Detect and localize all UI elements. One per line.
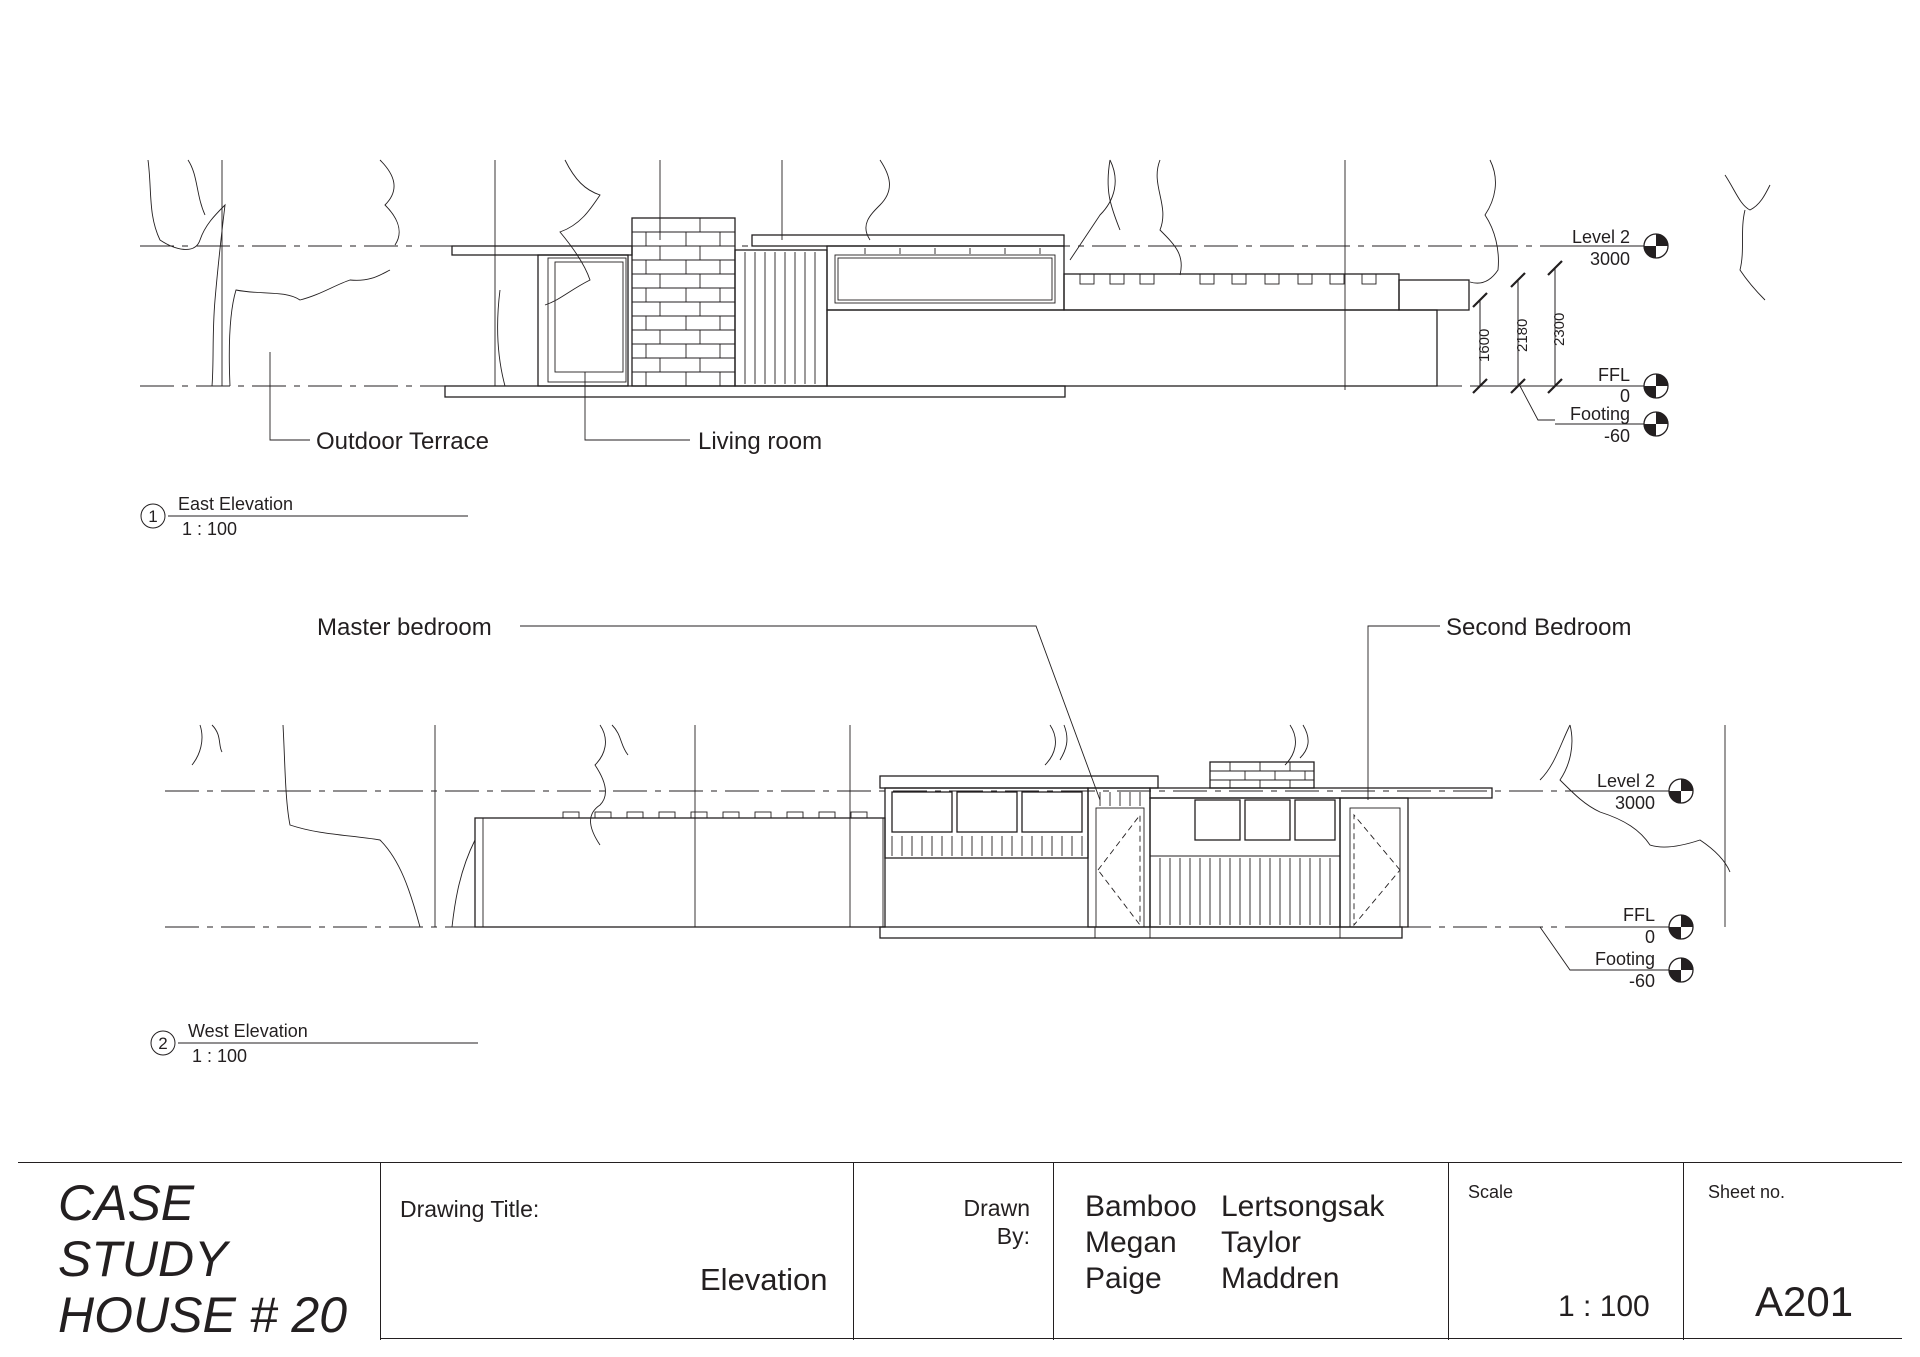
- east-level2-value: 3000: [1590, 249, 1630, 269]
- label-second-bedroom: Second Bedroom: [1446, 614, 1631, 641]
- east-trees: [147, 159, 1771, 390]
- drawn-label: Drawn: [963, 1195, 1030, 1221]
- label-outdoor-terrace: Outdoor Terrace: [316, 428, 489, 455]
- project-title-line3: HOUSE # 20: [58, 1287, 348, 1343]
- dim-2300: 2300: [1551, 313, 1568, 346]
- drawing-title: Elevation: [700, 1262, 828, 1297]
- label-master-bedroom: Master bedroom: [317, 614, 492, 641]
- east-view-title: 1 East Elevation 1 : 100: [140, 494, 468, 539]
- title-bottom-line: [380, 1338, 1902, 1339]
- drawer-first: Bamboo: [1085, 1190, 1197, 1223]
- east-elevation: Outdoor Terrace Living room 1600 2180 23…: [140, 159, 1771, 539]
- title-divider-3: [1053, 1162, 1054, 1340]
- drawer-first: Megan: [1085, 1226, 1177, 1259]
- title-divider-5: [1683, 1162, 1684, 1340]
- east-footing-name: Footing: [1570, 404, 1630, 424]
- title-divider-4: [1448, 1162, 1449, 1340]
- west-leader-second: [1367, 625, 1440, 800]
- drawer-last: Maddren: [1221, 1262, 1340, 1295]
- sheet-label: Sheet no.: [1708, 1182, 1786, 1202]
- drawers-list: Bamboo Lertsongsak Megan Taylor Paige Maddr…: [1085, 1189, 1384, 1297]
- drawer-first: Paige: [1085, 1262, 1162, 1295]
- drawer-row: Bamboo Lertsongsak: [1085, 1189, 1384, 1225]
- west-trees: [191, 724, 1731, 928]
- project-title: CASE STUDY HOUSE # 20: [58, 1175, 347, 1343]
- drawer-row: Megan Taylor: [1085, 1225, 1384, 1261]
- east-view-number: 1: [148, 507, 157, 526]
- drawn-by-label: Drawn By:: [950, 1194, 1030, 1250]
- west-level-markers: Level 2 3000 FFL 0 Footing -60: [1539, 771, 1694, 991]
- drawer-last: Taylor: [1221, 1226, 1302, 1259]
- scale-value: 1 : 100: [1558, 1290, 1650, 1323]
- sheet-value: A201: [1755, 1278, 1854, 1325]
- west-ffl-name: FFL: [1623, 905, 1655, 925]
- drawer-row: Paige Maddren: [1085, 1261, 1384, 1297]
- scale-label: Scale: [1468, 1182, 1514, 1202]
- west-leader-master: [520, 625, 1101, 801]
- drawer-last: Lertsongsak: [1221, 1190, 1385, 1223]
- west-view-number: 2: [158, 1034, 167, 1053]
- title-divider-1: [380, 1162, 381, 1340]
- west-view-scale: 1 : 100: [192, 1046, 247, 1066]
- dim-1600: 1600: [1476, 329, 1493, 362]
- east-leader-terrace: [269, 352, 310, 441]
- east-level2-name: Level 2: [1572, 227, 1630, 247]
- east-ffl-value: 0: [1620, 386, 1630, 406]
- east-level-markers: Level 2 3000 FFL 0 Footing -60: [1545, 227, 1669, 446]
- west-view-name: West Elevation: [188, 1021, 308, 1041]
- label-living-room: Living room: [698, 428, 822, 455]
- east-dimensions: 1600 2180 2300: [1470, 260, 1568, 421]
- east-leader-living: [584, 372, 690, 441]
- east-view-name: East Elevation: [178, 494, 293, 514]
- title-block: [18, 1162, 1902, 1340]
- west-footing-value: -60: [1629, 971, 1655, 991]
- east-view-scale: 1 : 100: [182, 519, 237, 539]
- drawing-title-label: Drawing Title:: [400, 1196, 540, 1222]
- west-building: [474, 761, 1493, 939]
- west-footing-name: Footing: [1595, 949, 1655, 969]
- dim-2180: 2180: [1514, 319, 1531, 352]
- by-label: By:: [996, 1223, 1030, 1249]
- east-building: [444, 217, 1470, 398]
- east-ffl-name: FFL: [1598, 365, 1630, 385]
- west-view-title: 2 West Elevation 1 : 100: [150, 1021, 478, 1066]
- east-footing-value: -60: [1604, 426, 1630, 446]
- project-title-line1: CASE: [58, 1175, 195, 1231]
- west-level2-name: Level 2: [1597, 771, 1655, 791]
- title-divider-2: [853, 1162, 854, 1340]
- west-ffl-value: 0: [1645, 927, 1655, 947]
- west-elevation: Master bedroom Second Bedroom Level 2 30…: [150, 614, 1731, 1066]
- project-title-line2: STUDY: [58, 1231, 228, 1287]
- west-level2-value: 3000: [1615, 793, 1655, 813]
